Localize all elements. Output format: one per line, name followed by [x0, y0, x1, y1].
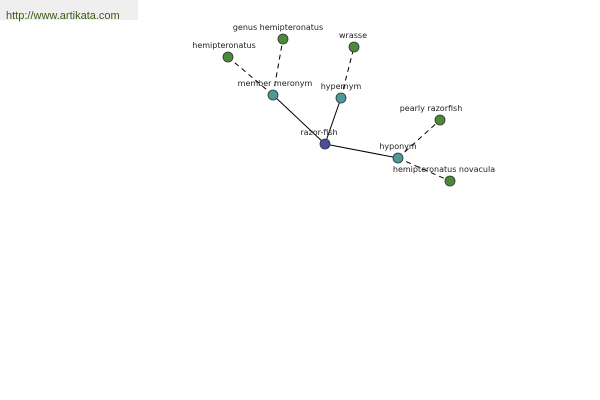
node-hypernym[interactable]	[335, 92, 347, 104]
edge-member-meronym-genus-hemipteronatus	[272, 38, 284, 96]
nodes-layer	[222, 33, 456, 187]
edge-hyponym-pearly-razorfish	[397, 119, 441, 159]
edge-razor-fish-member-meronym	[272, 94, 326, 145]
node-label-genus-hemipteronatus[interactable]: genus hemipteronatus	[233, 23, 323, 32]
edge-hyponym-hemipteronatus-novacula	[397, 157, 451, 182]
node-hemipteronatus-novacula[interactable]	[444, 175, 456, 187]
node-razor-fish[interactable]	[319, 138, 331, 150]
node-hyponym[interactable]	[392, 152, 404, 164]
edge-razor-fish-hypernym	[324, 97, 342, 145]
site-link[interactable]: http://www.artikata.com	[6, 10, 120, 22]
edges-layer	[227, 38, 451, 182]
node-label-hemipteronatus-novacula[interactable]: hemipteronatus novacula	[393, 165, 495, 174]
node-label-hypernym[interactable]: hypernym	[321, 82, 362, 91]
node-label-member-meronym[interactable]: member meronym	[238, 79, 313, 88]
node-label-wrasse[interactable]: wrasse	[339, 31, 367, 40]
node-hemipteronatus[interactable]	[222, 51, 234, 63]
node-label-razor-fish[interactable]: razor-fish	[300, 128, 337, 137]
labels-layer: razor-fish member meronym hypernym hyponym h…	[192, 23, 495, 174]
node-genus-hemipteronatus[interactable]	[277, 33, 289, 45]
node-label-hyponym[interactable]: hyponym	[379, 142, 417, 151]
edge-member-meronym-hemipteronatus	[227, 56, 274, 96]
node-wrasse[interactable]	[348, 41, 360, 53]
node-label-pearly-razorfish[interactable]: pearly razorfish	[400, 104, 463, 113]
node-pearly-razorfish[interactable]	[434, 114, 446, 126]
url-banner: http://www.artikata.com	[0, 0, 138, 22]
node-label-hemipteronatus[interactable]: hemipteronatus	[192, 41, 256, 50]
edge-razor-fish-hyponym	[324, 143, 399, 159]
node-member-meronym[interactable]	[267, 89, 279, 101]
